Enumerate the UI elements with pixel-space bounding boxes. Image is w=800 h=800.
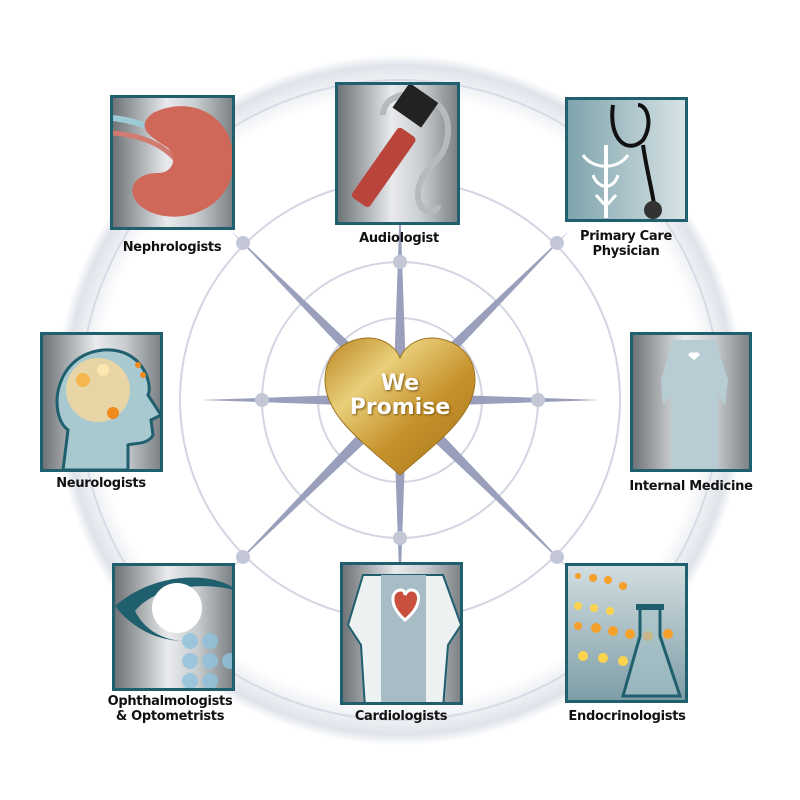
label-ophthalmologists: Ophthalmologists& Optometrists bbox=[108, 694, 233, 724]
label-audiologist: Audiologist bbox=[359, 231, 439, 246]
ring-nodes bbox=[236, 236, 564, 564]
ring-node bbox=[531, 393, 545, 407]
otoscope-ear-icon bbox=[351, 85, 452, 215]
tile-audiologist[interactable] bbox=[335, 82, 460, 225]
ring-node bbox=[549, 549, 564, 564]
ring-node bbox=[393, 531, 407, 545]
label-neurologists: Neurologists bbox=[56, 476, 146, 491]
label-endocrinologists: Endocrinologists bbox=[568, 709, 686, 724]
gown-heart-icon bbox=[661, 340, 728, 469]
tile-cardiologists[interactable] bbox=[340, 562, 463, 705]
label-ophthalmologists-line1: Ophthalmologists bbox=[107, 694, 233, 709]
spoke bbox=[393, 200, 407, 400]
tile-endocrinologists[interactable] bbox=[565, 563, 688, 703]
ring-node bbox=[255, 393, 269, 407]
head-brain-icon bbox=[55, 348, 160, 469]
doctor-heart-icon bbox=[346, 574, 460, 702]
center-line-2: Promise bbox=[349, 395, 451, 420]
label-cardiologists: Cardiologists bbox=[354, 709, 448, 724]
label-primary-care-line1: Primary Care bbox=[579, 229, 673, 244]
stethoscope-caduceus-icon bbox=[581, 103, 662, 219]
label-primary-care-line2: Physician bbox=[592, 244, 660, 259]
tile-primary-care[interactable] bbox=[565, 97, 688, 222]
label-nephrologists: Nephrologists bbox=[122, 240, 222, 255]
tile-neurologists[interactable] bbox=[40, 332, 163, 472]
center-heart-label: We Promise bbox=[350, 372, 451, 420]
ring-node bbox=[236, 549, 251, 564]
center-line-1: We bbox=[380, 371, 420, 396]
tile-internal-medicine[interactable] bbox=[630, 332, 752, 472]
eye-icon bbox=[115, 577, 232, 688]
kidney-icon bbox=[113, 106, 232, 217]
flask-icon bbox=[574, 573, 683, 698]
label-internal-medicine: Internal Medicine bbox=[629, 479, 753, 494]
heart-icon bbox=[324, 337, 476, 476]
tile-nephrologists[interactable] bbox=[110, 95, 235, 230]
label-ophthalmologists-line2: & Optometrists bbox=[115, 709, 225, 724]
ring-node bbox=[393, 255, 407, 269]
ring-node bbox=[236, 236, 251, 251]
ring-node bbox=[549, 236, 564, 251]
tile-ophthalmologists[interactable] bbox=[112, 563, 235, 691]
